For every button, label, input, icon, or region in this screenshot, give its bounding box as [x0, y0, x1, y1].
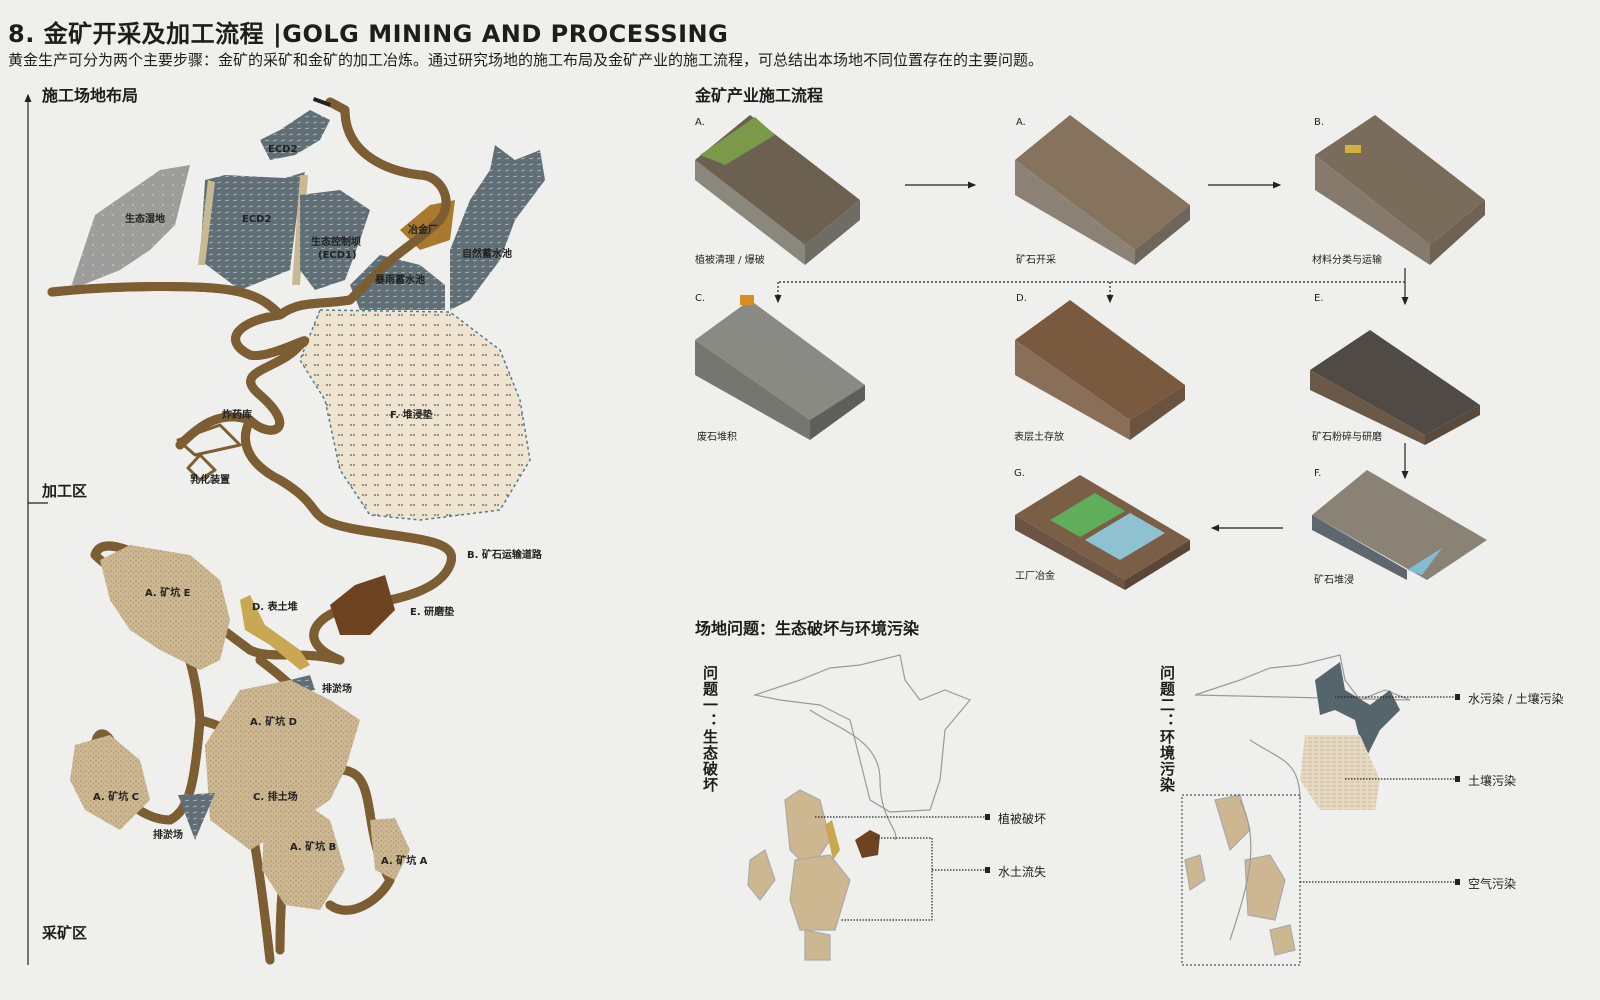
label-ecd1-code: (ECD1) [318, 250, 357, 261]
ecd2-top-area [260, 110, 330, 160]
label-explosives: 炸药库 [222, 408, 252, 421]
block-factory-smelting [1015, 475, 1190, 590]
legend-water-soil-pollution: 水污染 / 土壤污染 [1468, 692, 1564, 706]
step-caption: 废石堆积 [697, 432, 737, 443]
label-dump: C. 排土场 [253, 790, 298, 803]
step-caption: 矿石粉碎与研磨 [1312, 432, 1382, 443]
step-caption: 矿石开采 [1016, 255, 1056, 266]
tailings-area-2 [178, 793, 215, 840]
natural-pond-area [450, 145, 545, 310]
issue1-title: 问题一：生态破坏 [701, 665, 719, 793]
issue2-sketch [1184, 654, 1411, 956]
process-blocks [695, 115, 1487, 590]
label-pit-c: A. 矿坑 C [93, 790, 139, 803]
dam-banks [198, 175, 308, 285]
road-end-marker [312, 97, 332, 107]
legend-soil-erosion: 水土流失 [998, 865, 1047, 879]
label-heap-leach: F. 堆浸垫 [390, 408, 433, 421]
issue2-title: 问题二：环境污染 [1158, 665, 1176, 793]
label-ecd1: 生态控制坝 [311, 235, 361, 248]
zone-label-mining: 采矿区 [42, 924, 88, 942]
label-pit-a: A. 矿坑 A [381, 854, 428, 867]
block-topsoil-storage [1015, 300, 1185, 440]
label-ecd2-top: ECD2 [268, 144, 297, 155]
step-letter: G. [1014, 468, 1025, 479]
step-letter: C. [695, 293, 706, 304]
block-waste-rock [695, 295, 865, 440]
legend-soil-pollution: 土壤污染 [1468, 774, 1517, 788]
issue2-leader-lines [1300, 696, 1455, 883]
block-heap-leaching [1312, 470, 1487, 580]
issue1-sketch [747, 654, 971, 961]
step-letter: A. [695, 117, 705, 128]
grinding-area [330, 575, 395, 635]
legend-marker [1455, 879, 1460, 885]
step-caption: 材料分类与运输 [1312, 255, 1382, 266]
heap-leach-area [299, 309, 531, 521]
storm-pond-area [350, 255, 445, 310]
page-subtitle: 黄金生产可分为两个主要步骤：金矿的采矿和金矿的加工冶炼。通过研究场地的施工布局及… [8, 51, 1044, 69]
pit-c-area [70, 735, 150, 830]
legend-marker [1455, 694, 1460, 700]
ecd2-area [200, 172, 305, 290]
label-tailings-2: 排淤场 [153, 828, 183, 841]
label-topsoil: D. 表土堆 [252, 600, 298, 613]
step-letter: F. [1314, 468, 1322, 479]
label-wetland: 生态湿地 [125, 212, 165, 225]
legend-marker [985, 814, 990, 820]
pit-e-area [100, 545, 230, 670]
label-emulsion: 乳化装置 [190, 473, 230, 486]
step-caption: 工厂冶金 [1015, 571, 1055, 582]
ecd1-area [300, 190, 370, 290]
step-caption: 矿石堆浸 [1314, 575, 1354, 586]
step-letter: B. [1314, 117, 1325, 128]
issue1-leader-lines [815, 816, 985, 921]
step-letter: A. [1016, 117, 1026, 128]
block-ore-mining [1015, 115, 1190, 265]
label-ecd2: ECD2 [242, 214, 271, 225]
legend-marker [1455, 776, 1460, 782]
label-grinding: E. 研磨垫 [410, 605, 454, 618]
step-caption: 表层土存放 [1014, 432, 1064, 443]
page-title: 8. 金矿开采及加工流程 |GOLG MINING AND PROCESSING [8, 20, 729, 48]
label-smelter: 冶金厂 [408, 223, 438, 236]
label-pit-e: A. 矿坑 E [145, 586, 191, 599]
label-tailings-1: 排淤场 [322, 682, 352, 695]
label-pit-b: A. 矿坑 B [290, 840, 336, 853]
zone-label-processing: 加工区 [42, 482, 88, 500]
label-storm-pond: 暴雨蓄水池 [374, 273, 425, 286]
step-caption: 植被清理 / 爆破 [695, 255, 765, 266]
layout-heading: 施工场地布局 [42, 86, 139, 105]
dump-pit-d-area [205, 680, 360, 850]
legend-marker [985, 867, 990, 873]
block-crushing-grinding [1310, 330, 1480, 445]
block-sorting-transport [1315, 115, 1485, 265]
wetland-area [70, 165, 190, 290]
label-haul-road: B. 矿石运输道路 [467, 548, 543, 561]
pit-b-area [262, 800, 345, 910]
legend-vegetation-damage: 植被破坏 [998, 812, 1047, 826]
process-heading: 金矿产业施工流程 [695, 86, 824, 105]
label-pit-d: A. 矿坑 D [250, 715, 297, 728]
pit-a-area [370, 818, 410, 880]
flow-arrows [774, 181, 1409, 532]
topsoil-area [240, 595, 310, 670]
step-letter: E. [1314, 293, 1324, 304]
block-vegetation-clearing [695, 115, 860, 265]
legend-air-pollution: 空气污染 [1468, 877, 1517, 891]
issues-heading: 场地问题：生态破坏与环境污染 [695, 619, 920, 638]
label-natural-pond: 自然蓄水池 [462, 247, 512, 260]
step-letter: D. [1016, 293, 1027, 304]
